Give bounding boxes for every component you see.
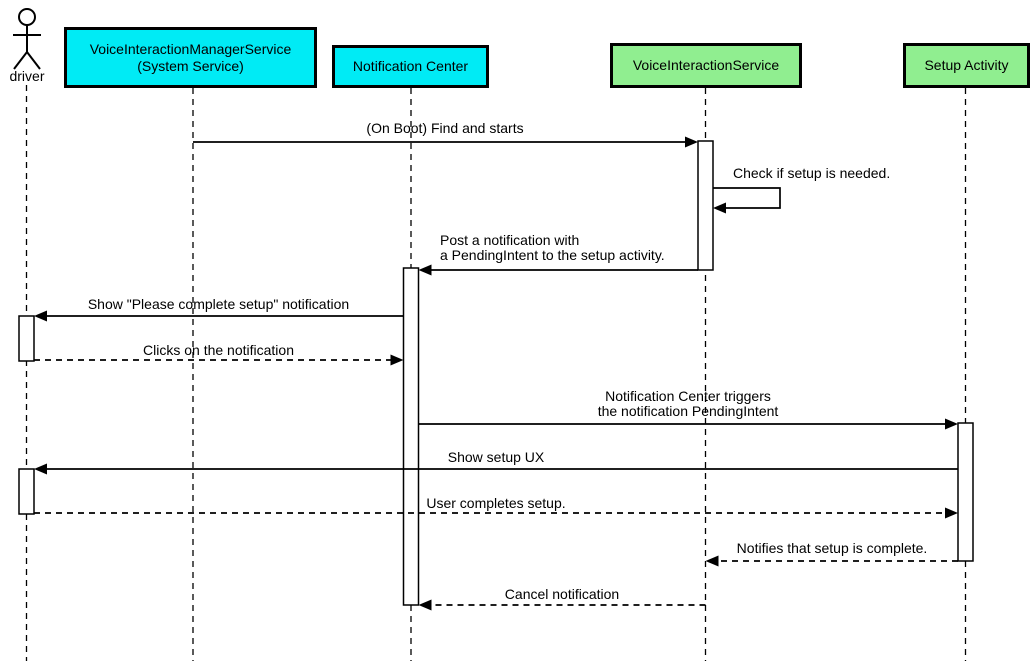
participant-notification-center: Notification Center bbox=[332, 45, 489, 88]
message-label-cancel-notification: Cancel notification bbox=[504, 586, 620, 602]
message-arrows bbox=[34, 136, 958, 611]
participant-label: VoiceInteractionManagerService (System S… bbox=[89, 40, 292, 74]
arrowhead-left-icon bbox=[34, 463, 47, 475]
arrowhead-right-icon bbox=[945, 418, 958, 430]
activation-voice-interaction-service bbox=[697, 140, 714, 271]
stick-figure-icon bbox=[13, 8, 41, 70]
arrowhead-left-icon bbox=[418, 264, 432, 276]
message-label-show-setup-ux: Show setup UX bbox=[447, 449, 545, 465]
message-label-clicks-notification: Clicks on the notification bbox=[143, 342, 294, 358]
message-label-post-notification: Post a notification with a PendingIntent… bbox=[440, 232, 665, 263]
message-label-user-completes-setup: User completes setup. bbox=[426, 495, 566, 511]
activation-driver-1 bbox=[18, 315, 35, 362]
arrowhead-right-icon bbox=[685, 136, 698, 148]
participant-voice-interaction-manager-service: VoiceInteractionManagerService (System S… bbox=[64, 27, 317, 88]
activation-setup-activity bbox=[957, 422, 974, 562]
arrowhead-left-icon bbox=[713, 202, 726, 214]
actor-head bbox=[18, 8, 36, 26]
activation-bars bbox=[18, 140, 974, 606]
participant-setup-activity: Setup Activity bbox=[903, 43, 1030, 88]
arrowhead-left-icon bbox=[34, 310, 47, 322]
message-label-show-setup-notification: Show "Please complete setup" notificatio… bbox=[87, 296, 350, 312]
activation-driver-2 bbox=[18, 468, 35, 515]
message-label-check-if-setup-needed: Check if setup is needed. bbox=[733, 165, 891, 181]
participant-voice-interaction-service: VoiceInteractionService bbox=[610, 43, 802, 88]
actor-leg-right bbox=[26, 51, 41, 70]
message-label-on-boot-find-and-starts: (On Boot) Find and starts bbox=[366, 120, 524, 136]
participant-label: Notification Center bbox=[352, 58, 469, 74]
actor-leg-left bbox=[13, 51, 28, 70]
activation-notification-center bbox=[402, 267, 420, 606]
arrowhead-right-icon bbox=[390, 354, 404, 366]
actor-label: driver bbox=[9, 68, 45, 84]
arrowhead-left-icon bbox=[705, 555, 719, 567]
message-label-notifies-setup-complete: Notifies that setup is complete. bbox=[736, 540, 928, 556]
participant-label: Setup Activity bbox=[924, 57, 1009, 73]
message-label-trigger-pending-intent: Notification Center triggers the notific… bbox=[597, 388, 779, 419]
arrowhead-left-icon bbox=[418, 599, 432, 611]
arrow-check-if-setup-needed bbox=[713, 187, 781, 209]
participant-label: VoiceInteractionService bbox=[632, 57, 780, 73]
arrowhead-right-icon bbox=[945, 507, 958, 519]
